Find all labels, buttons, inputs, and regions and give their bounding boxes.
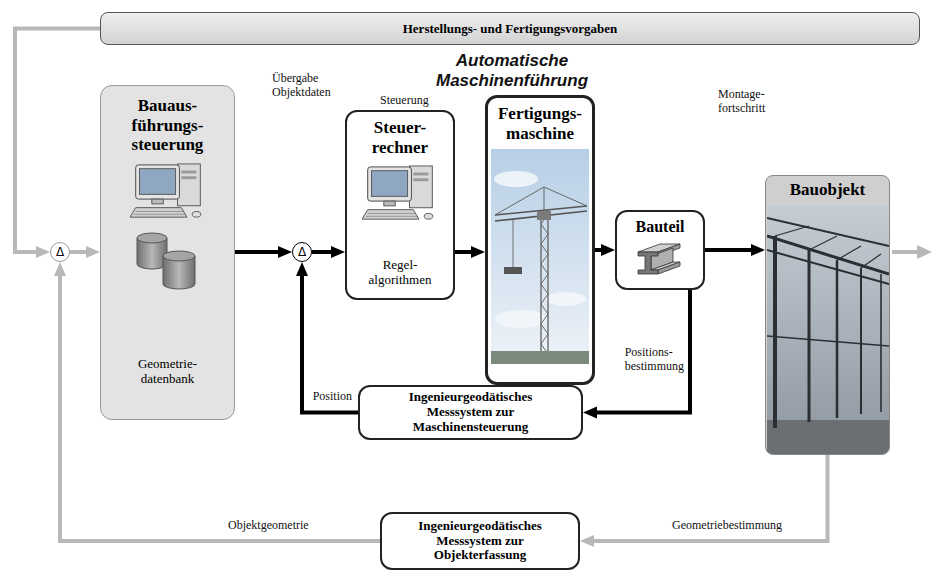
process-box: Steuer- rechner Regel- algorithmen (345, 110, 455, 300)
node-text: Geometrie- datenbank (138, 357, 197, 387)
connector-arrow (455, 250, 478, 254)
node-text: Δ (298, 246, 306, 258)
database-icon (133, 228, 203, 294)
node-text: Regel- algorithmen (369, 258, 432, 288)
connector-arrow (15, 29, 100, 253)
computer-icon (130, 161, 206, 222)
edge-label: Übergabe Objektdaten (272, 72, 331, 100)
i-beam-icon (634, 242, 686, 282)
connector-arrow (705, 248, 758, 252)
computer-icon (362, 163, 438, 224)
node-text: Ingenieurgeodätisches Messsystem zur Mas… (386, 390, 556, 435)
edge-label: Position (313, 390, 352, 404)
node-text: Ingenieurgeodätisches Messsystem zur Obj… (395, 519, 565, 564)
building-photo (767, 206, 889, 454)
node-text: Herstellungs- und Fertigungsvorgaben (403, 21, 618, 37)
header-band: Herstellungs- und Fertigungsvorgaben (100, 12, 920, 45)
edge-label: Geometriebestimmung (672, 519, 782, 533)
connector-arrow (235, 250, 285, 254)
measurement-box: Ingenieurgeodätisches Messsystem zur Obj… (380, 512, 580, 570)
measurement-box: Ingenieurgeodätisches Messsystem zur Mas… (358, 385, 583, 440)
part-box: Bauteil (615, 210, 705, 290)
node-text: Bauobjekt (790, 180, 866, 200)
comparator-circle: Δ (292, 242, 312, 262)
node-text: Fertigungs- maschine (498, 104, 582, 143)
crane-photo (491, 149, 589, 364)
connector-arrow (595, 248, 608, 252)
node-text: Bauaus- führungs- steuerung (132, 96, 204, 155)
control-box: Bauaus- führungs- steuerung Geometrie- d… (100, 85, 235, 420)
edge-label: Positions- bestimmung (625, 346, 684, 374)
machine-box: Fertigungs- maschine (485, 95, 595, 385)
object-box: Bauobjekt (765, 175, 890, 455)
free-label: Steuerung (380, 94, 429, 108)
edge-label: Montage- fortschritt (718, 88, 765, 116)
node-text: Automatische Maschinenführung (436, 51, 588, 90)
comparator-circle: Δ (50, 242, 70, 262)
connector-arrow (590, 290, 690, 413)
node-text: Bauteil (636, 218, 685, 236)
connector-arrow (587, 455, 828, 541)
node-text: Δ (56, 246, 64, 258)
node-text: Steuer- rechner (372, 118, 428, 157)
connector-arrow (312, 250, 338, 254)
connector-arrow (70, 250, 93, 254)
automation-region: Automatische MaschinenführungΔ Steuer- re… (232, 45, 792, 475)
edge-label: Objektgeometrie (228, 519, 309, 533)
